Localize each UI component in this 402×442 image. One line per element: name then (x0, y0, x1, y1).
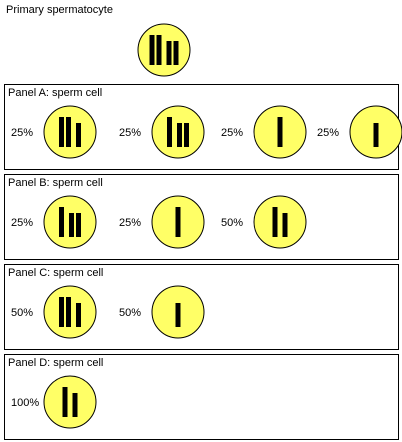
sperm-cell-svg (349, 105, 402, 159)
cell-percentage: 25% (11, 127, 34, 139)
cell-percentage: 50% (11, 307, 34, 319)
sperm-cell (151, 105, 205, 159)
panel-d-label: Panel D: sperm cell (8, 357, 104, 369)
sperm-cell-svg (151, 285, 205, 339)
cell-percentage: 25% (11, 217, 34, 229)
chromosome-small (177, 123, 182, 147)
sperm-cell (151, 285, 205, 339)
sperm-cell-svg (253, 195, 307, 249)
sperm-cell-svg (43, 285, 97, 339)
cell-percentage: 25% (221, 127, 244, 139)
panel-a-label: Panel A: sperm cell (8, 87, 103, 99)
panel-c-label: Panel C: sperm cell (8, 267, 104, 279)
sperm-cell (43, 105, 97, 159)
cell-percentage: 25% (119, 127, 142, 139)
cell-membrane (43, 375, 97, 429)
sperm-cell (253, 105, 307, 159)
panel-b: Panel B: sperm cell 25% 25% 50% (4, 174, 399, 260)
sperm-cell-svg (43, 195, 97, 249)
chromosome-large (62, 387, 68, 417)
chromosome-small (173, 41, 179, 65)
chromosome-small (166, 41, 172, 65)
chromosome-small (175, 303, 181, 327)
chromosome-small (373, 123, 379, 147)
cell-membrane (137, 23, 191, 77)
sperm-cell (253, 195, 307, 249)
primary-spermatocyte-svg (137, 23, 191, 77)
chromosome-large (277, 117, 283, 147)
cell-percentage: 50% (221, 217, 244, 229)
sperm-cell-svg (151, 105, 205, 159)
chromosome-small (282, 213, 288, 237)
chromosome-large (175, 207, 181, 237)
chromosome-large (59, 207, 64, 237)
panel-a: Panel A: sperm cell 25% 25% 25% 25% (4, 84, 402, 170)
sperm-cell-svg (253, 105, 307, 159)
panel-c: Panel C: sperm cell 50% 50% (4, 264, 399, 350)
chromosome-large (272, 207, 278, 237)
sperm-cell (151, 195, 205, 249)
sperm-cell (349, 105, 402, 159)
diagram-title: Primary spermatocyte (6, 4, 113, 16)
panel-d: Panel D: sperm cell 100% (4, 354, 399, 440)
cell-percentage: 100% (11, 397, 40, 409)
chromosome-small (76, 123, 81, 147)
cell-percentage: 25% (317, 127, 340, 139)
chromosome-large (156, 35, 162, 65)
chromosome-small (69, 213, 74, 237)
sperm-cell (43, 285, 97, 339)
chromosome-large (167, 117, 172, 147)
chromosome-small (72, 393, 78, 417)
chromosome-small (76, 213, 81, 237)
primary-spermatocyte-cell (137, 23, 191, 77)
chromosome-large (66, 297, 71, 327)
cell-percentage: 25% (119, 217, 142, 229)
chromosome-large (59, 117, 64, 147)
panel-b-label: Panel B: sperm cell (8, 177, 103, 189)
chromosome-small (76, 303, 81, 327)
sperm-cell (43, 195, 97, 249)
sperm-cell-svg (151, 195, 205, 249)
cell-percentage: 50% (119, 307, 142, 319)
cell-membrane (253, 195, 307, 249)
chromosome-large (66, 117, 71, 147)
chromosome-large (149, 35, 155, 65)
sperm-cell-svg (43, 375, 97, 429)
chromosome-small (184, 123, 189, 147)
sperm-cell (43, 375, 97, 429)
chromosome-large (59, 297, 64, 327)
sperm-cell-svg (43, 105, 97, 159)
